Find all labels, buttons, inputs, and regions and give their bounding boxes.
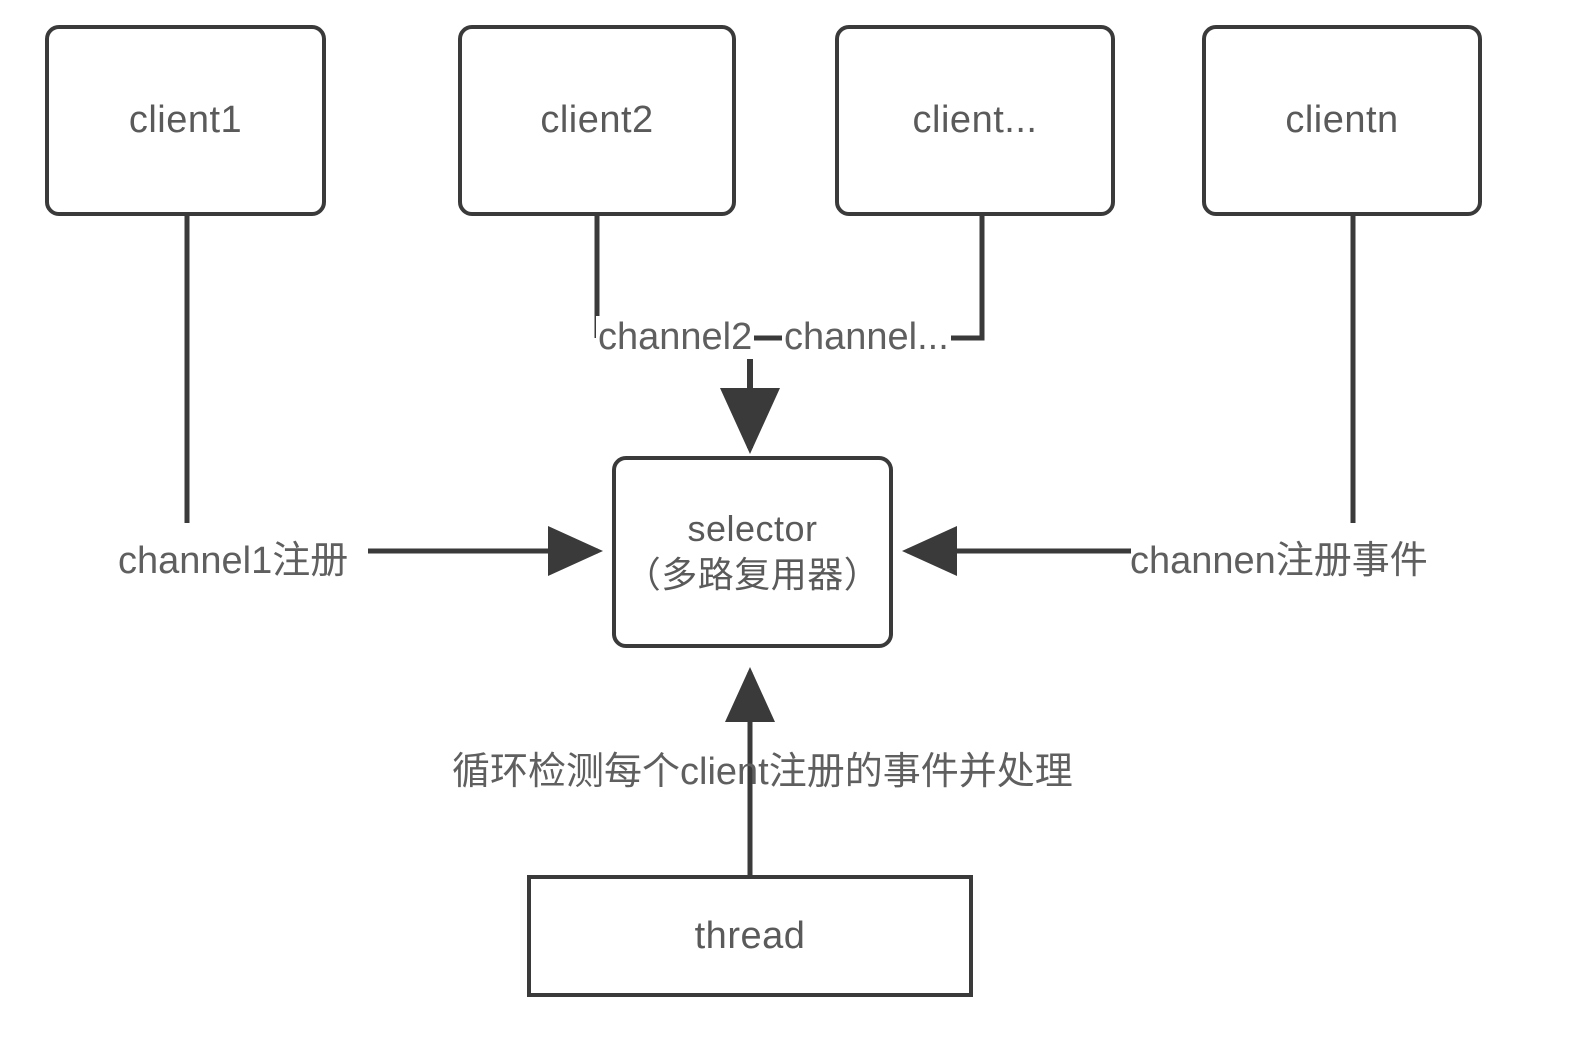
edge-label-channel2: channel2: [596, 316, 755, 359]
edge-label-channel2-text: channel2: [598, 316, 753, 358]
node-client-ellipsis[interactable]: client...: [835, 25, 1115, 216]
node-selector-label: selector （多路复用器）: [624, 507, 881, 595]
edge-label-thread-loop: 循环检测每个client注册的事件并处理: [452, 740, 1073, 795]
node-client2[interactable]: client2: [458, 25, 736, 216]
edge-label-channel1-text: channel1注册: [118, 540, 349, 582]
edge-label-channen-text: channen注册事件: [1130, 540, 1428, 582]
node-clientn-label: clientn: [1285, 99, 1399, 142]
node-selector[interactable]: selector （多路复用器）: [612, 456, 893, 648]
node-client1-label: client1: [128, 99, 243, 142]
node-thread[interactable]: thread: [527, 875, 973, 997]
edge-label-thread-loop-text: 循环检测每个client注册的事件并处理: [452, 751, 1073, 793]
edge-clientx-stem: [947, 215, 985, 341]
node-client1[interactable]: client1: [45, 25, 326, 216]
node-client-ellipsis-label: client...: [912, 99, 1038, 142]
edge-label-channel-ellipsis: channel...: [782, 316, 951, 359]
edge-label-channel1: channel1注册: [118, 529, 348, 584]
node-thread-label: thread: [694, 914, 806, 957]
node-client2-label: client2: [540, 99, 654, 142]
node-clientn[interactable]: clientn: [1202, 25, 1482, 216]
edge-label-channen: channen注册事件: [1130, 529, 1428, 584]
edge-label-channel-ellipsis-text: channel...: [784, 316, 949, 358]
